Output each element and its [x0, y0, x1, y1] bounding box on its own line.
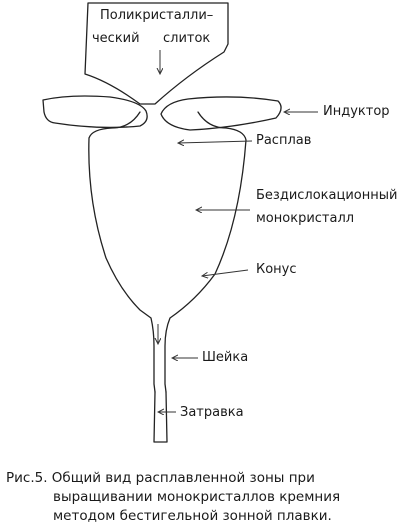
ingot-label-line3: слиток	[163, 31, 211, 46]
caption-line-2: выращивании монокристаллов кремния	[53, 489, 341, 505]
melt-label: Расплав	[256, 133, 312, 148]
crystal-label-line1: Бездислокационный	[256, 188, 398, 203]
inductor-right-shape	[160, 96, 282, 131]
ingot-label-line1: Поликристалли–	[100, 8, 214, 23]
polycrystalline-ingot-shape	[84, 2, 229, 105]
ingot-label-line2: ческий	[92, 31, 140, 46]
seed-label: Затравка	[180, 405, 244, 420]
neck-label: Шейка	[202, 350, 249, 365]
cone-arrow	[202, 269, 249, 276]
caption-line-1: Рис.5. Общий вид расплавленной зоны при	[6, 470, 315, 486]
inductor-left-shape	[42, 95, 148, 129]
seed-shape	[153, 391, 168, 443]
melt-and-crystal-shape	[88, 111, 247, 393]
cone-label: Конус	[256, 262, 297, 277]
crystal-label-line2: монокристалл	[256, 211, 355, 226]
figure-caption: Рис.5. Общий вид расплавленной зоны при …	[6, 469, 398, 526]
melt-arrow	[178, 141, 253, 143]
inductor-label: Индуктор	[323, 104, 390, 119]
caption-line-3: методом бестигельной зонной плавки.	[53, 508, 332, 524]
